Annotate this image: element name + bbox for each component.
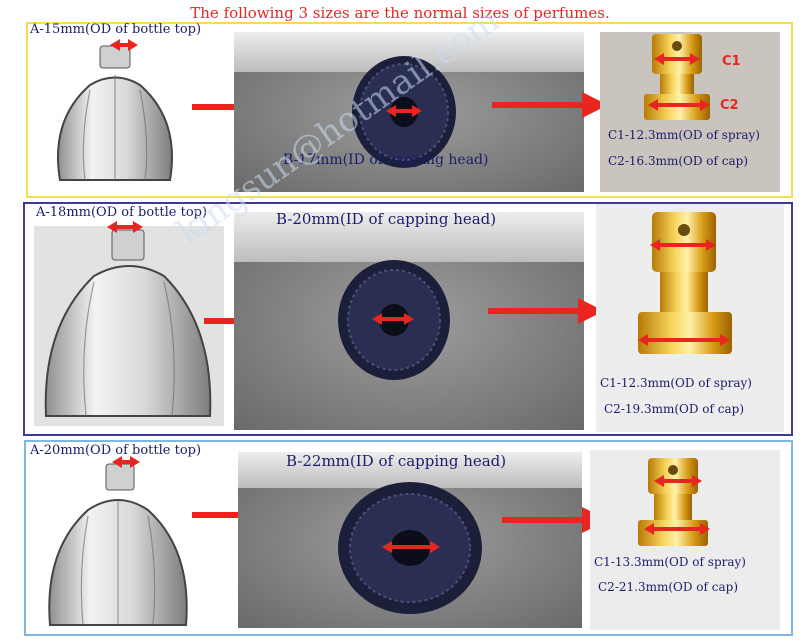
red-double-arrow-icon — [112, 456, 140, 468]
red-double-arrow-icon — [654, 475, 702, 487]
red-double-arrow-icon — [644, 523, 710, 535]
red-arrow-icon — [502, 507, 608, 533]
red-double-arrow-icon — [386, 105, 422, 117]
spray-od-label-3: C1-13.3mm(OD of spray) — [594, 555, 746, 569]
red-double-arrow-icon — [107, 221, 143, 233]
red-double-arrow-icon — [654, 53, 700, 65]
size-row-3 — [24, 440, 793, 636]
spray-od-label-2: C1-12.3mm(OD of spray) — [600, 376, 752, 390]
capping-head-image-3 — [238, 452, 582, 628]
bottle-top-label-3: A-20mm(OD of bottle top) — [30, 443, 202, 458]
capping-head-label-3: B-22mm(ID of capping head) — [286, 452, 507, 470]
c1-tag: C1 — [722, 54, 741, 69]
size-row-2 — [23, 202, 793, 436]
c2-tag: C2 — [720, 98, 739, 113]
spray-od-label-1: C1-12.3mm(OD of spray) — [608, 128, 760, 142]
red-double-arrow-icon — [372, 313, 414, 325]
cap-od-label-3: C2-21.3mm(OD of cap) — [598, 580, 739, 594]
red-arrow-icon — [492, 92, 608, 118]
cap-od-label-1: C2-16.3mm(OD of cap) — [608, 154, 749, 168]
capping-head-label-1: B-17mm(ID of capping head) — [283, 152, 489, 168]
bottle-top-label-1: A-15mm(OD of bottle top) — [30, 22, 202, 37]
red-double-arrow-icon — [638, 334, 730, 346]
capping-head-image-1 — [234, 32, 584, 192]
spray-cap-image-2 — [596, 204, 784, 432]
red-double-arrow-icon — [382, 541, 440, 553]
size-row-1 — [26, 22, 793, 198]
red-double-arrow-icon — [650, 239, 716, 251]
bottle-top-label-2: A-18mm(OD of bottle top) — [36, 205, 208, 220]
red-double-arrow-icon — [648, 99, 710, 111]
capping-head-label-2: B-20mm(ID of capping head) — [276, 210, 497, 228]
bottle-image-1 — [57, 45, 173, 181]
page-title: The following 3 sizes are the normal siz… — [190, 4, 610, 22]
bottle-image-2 — [34, 226, 224, 426]
red-arrow-icon — [488, 298, 604, 324]
red-double-arrow-icon — [110, 39, 138, 51]
spray-cap-image-3 — [590, 450, 780, 630]
cap-od-label-2: C2-19.3mm(OD of cap) — [604, 402, 745, 416]
spray-cap-image-1 — [600, 32, 780, 192]
bottle-image-3 — [48, 463, 188, 626]
